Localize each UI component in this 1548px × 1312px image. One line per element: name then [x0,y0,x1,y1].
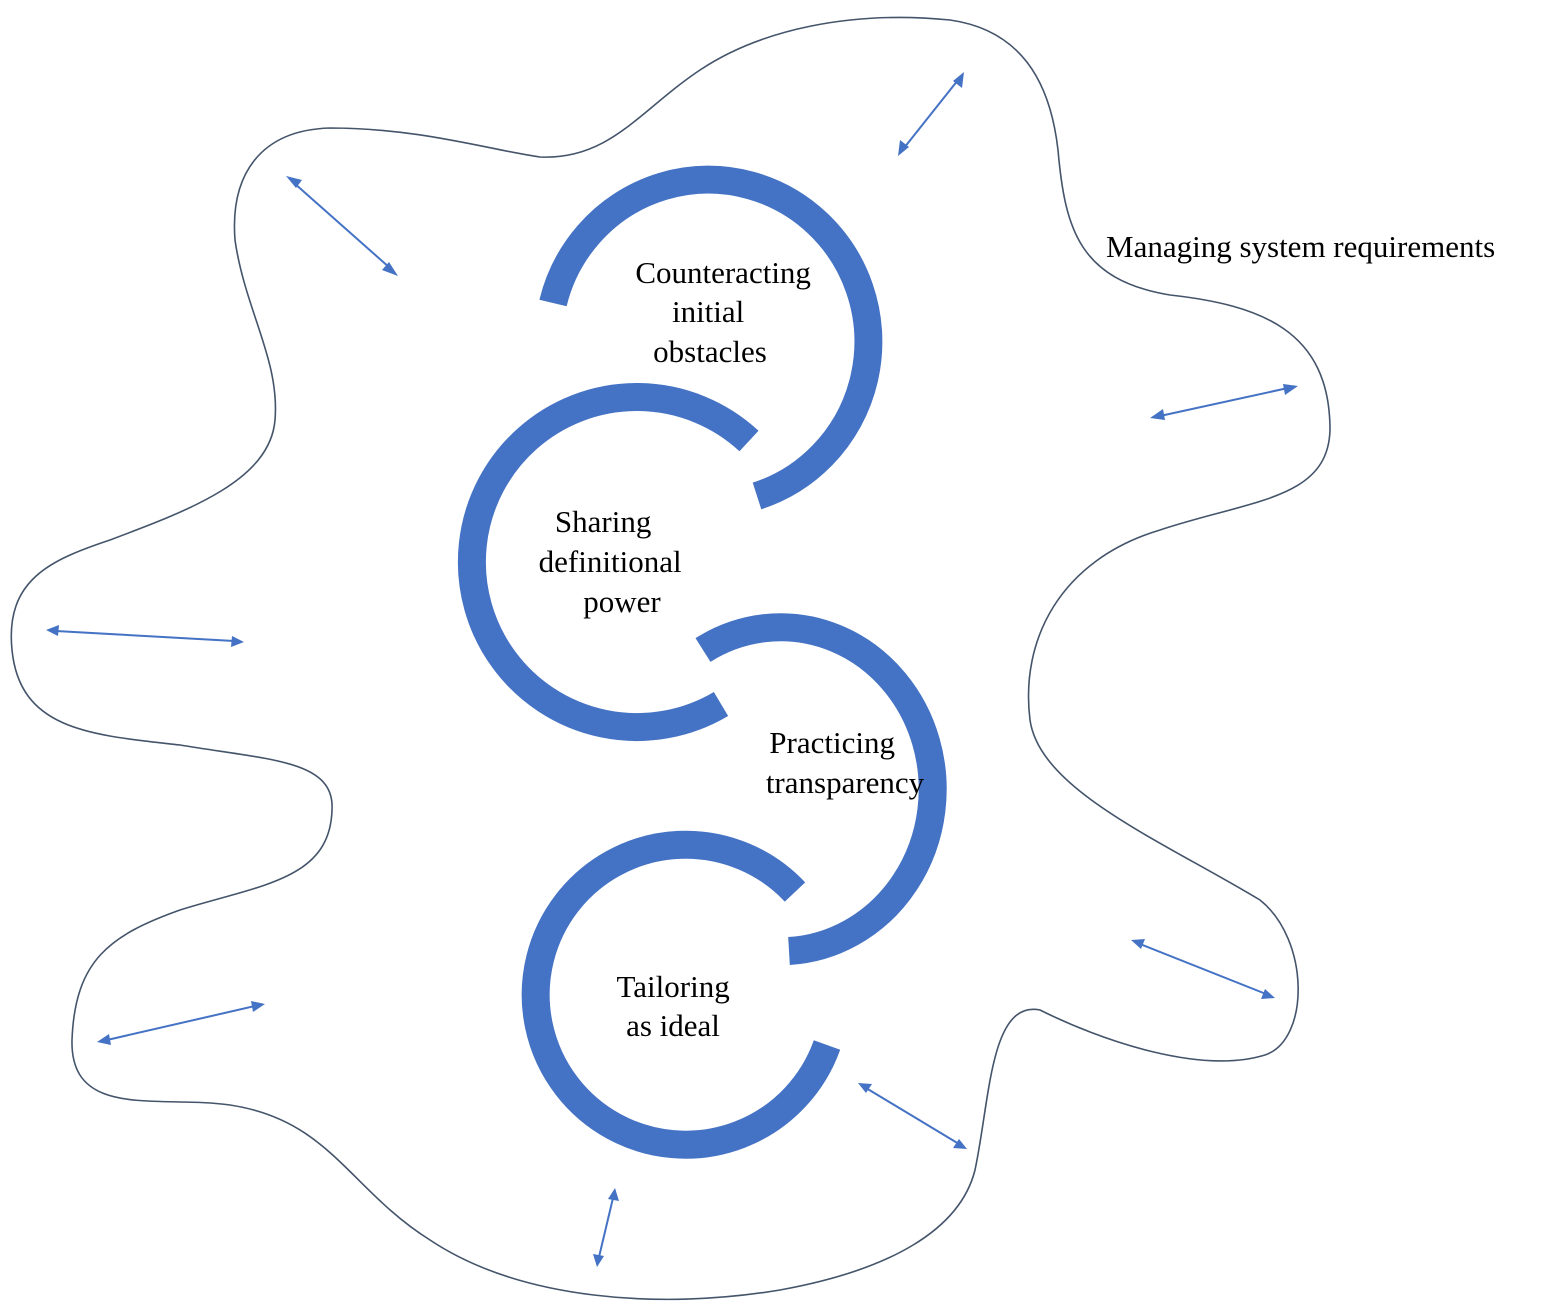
stage-label-sharing-definitional-power: Sharing definitional power [539,504,690,619]
double-headed-arrow-icon [858,1083,967,1149]
ring-tailoring-as-ideal [521,830,841,1159]
outer-arrows [46,72,1298,1267]
double-headed-arrow-icon [286,176,398,276]
diagram-title: Managing system requirements [1106,229,1495,264]
stage-label-practicing-transparency: Practicing transparency [766,725,925,800]
double-headed-arrow-icon [97,1001,265,1045]
stage-label-counteracting-initial-obstacles: Counteracting initial obstacles [635,255,818,369]
stage-rings [457,165,947,1159]
ring-sharing-definitional-power [457,383,759,742]
ring-counteracting-initial-obstacles [539,165,883,510]
double-headed-arrow-icon [593,1188,619,1267]
double-headed-arrow-icon [1131,939,1275,999]
stage-label-tailoring-as-ideal: Tailoring as ideal [617,969,738,1043]
double-headed-arrow-icon [898,72,964,156]
double-headed-arrow-icon [46,625,244,647]
double-headed-arrow-icon [1150,384,1298,420]
environment-boundary [10,16,1331,1301]
ring-practicing-transparency [695,613,947,965]
